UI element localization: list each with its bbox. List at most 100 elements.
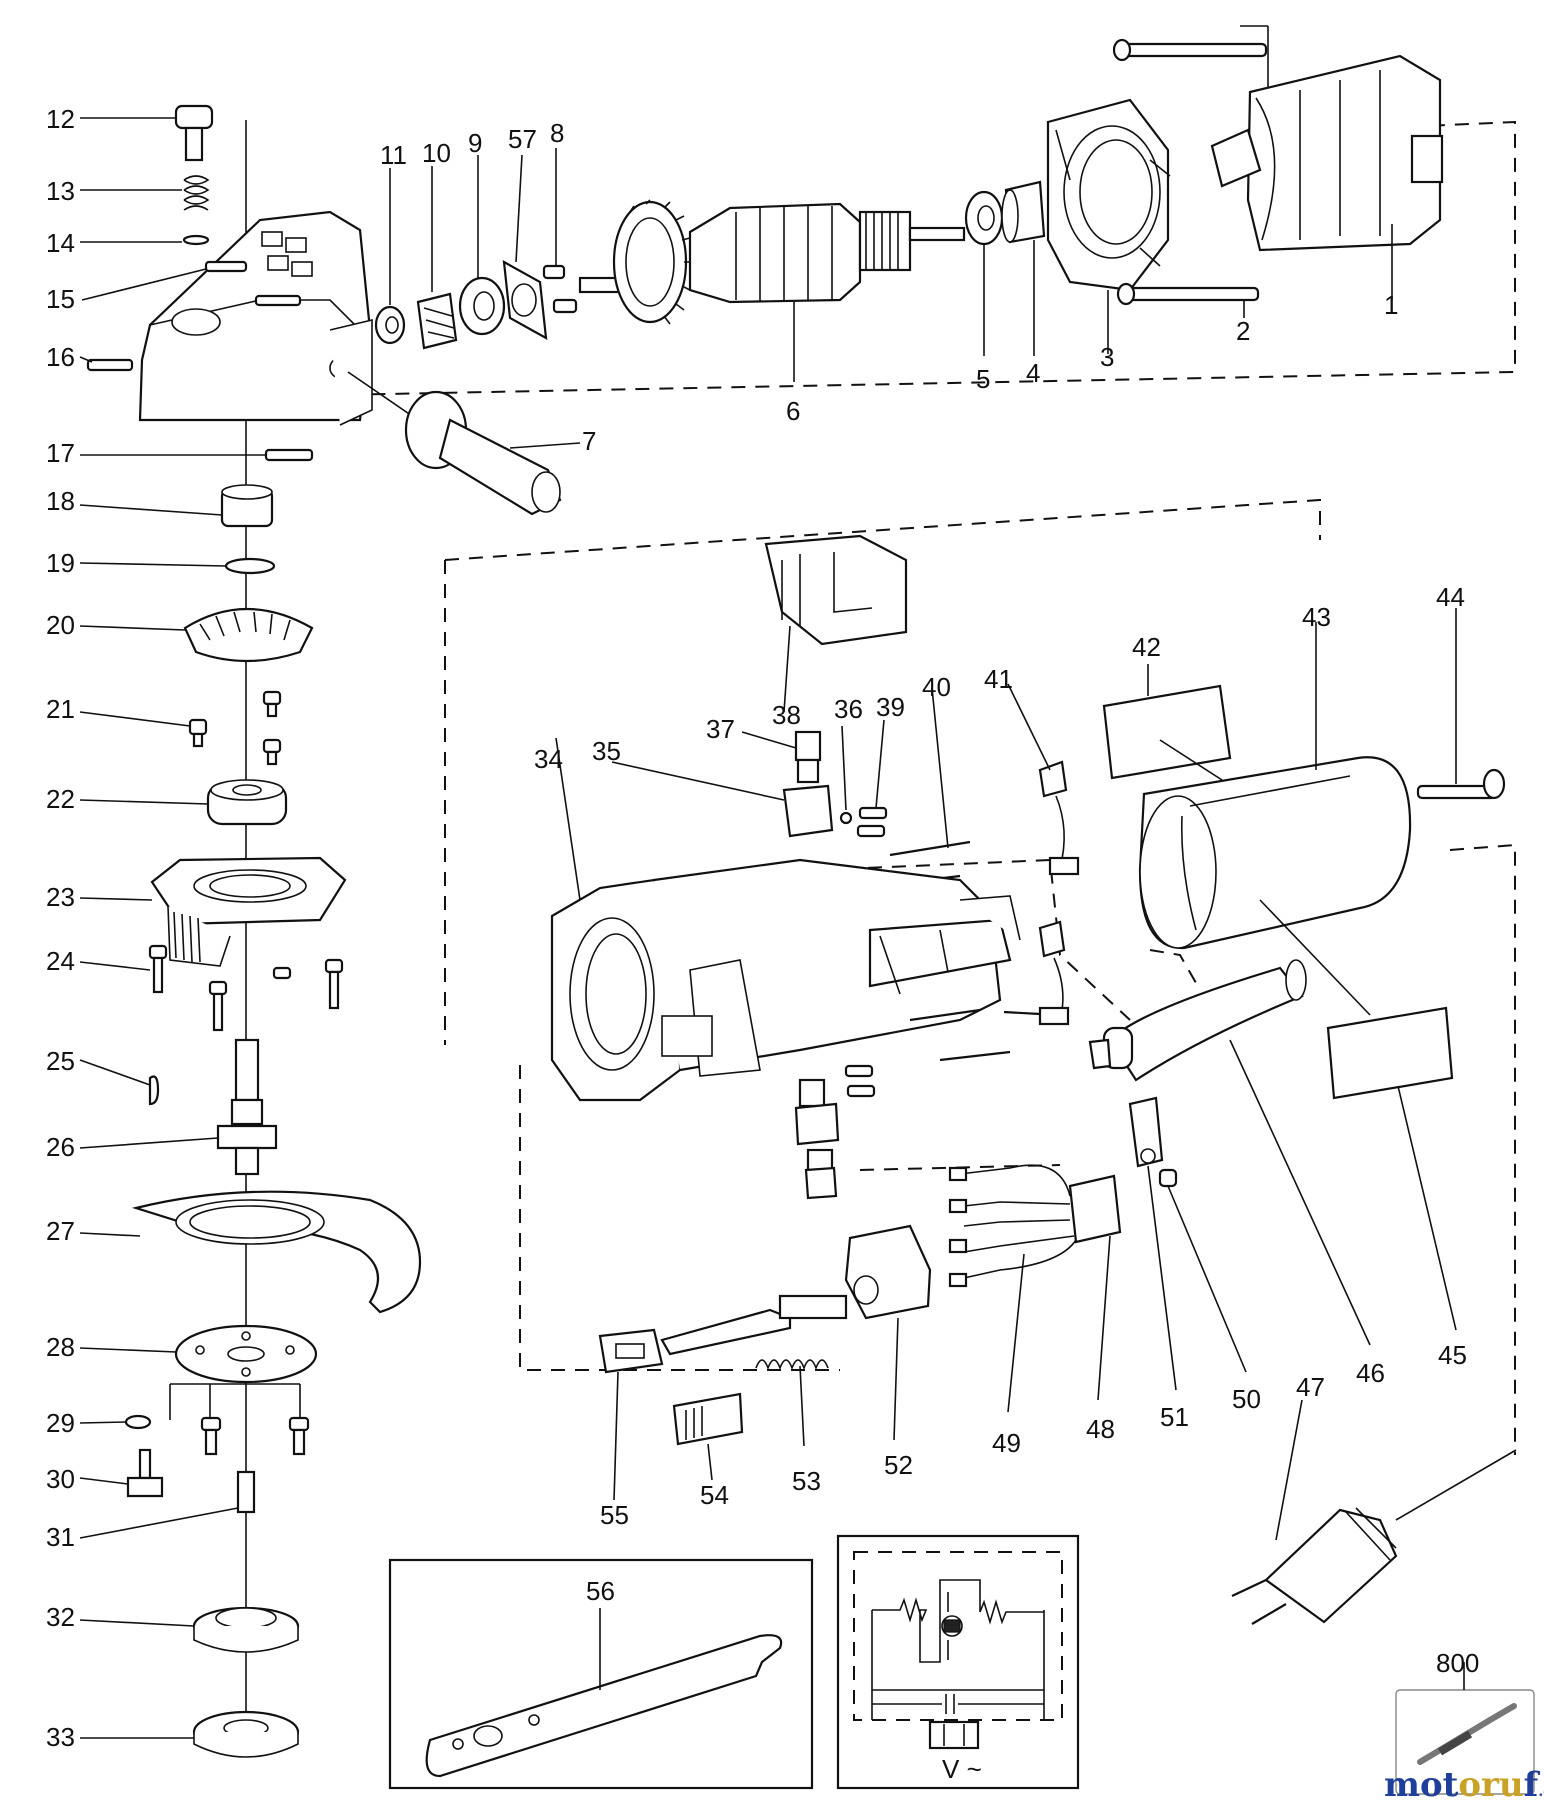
part-label-55: 55 [600, 1500, 629, 1530]
part-53-spring [755, 1359, 829, 1447]
part-label-40: 40 [922, 672, 951, 702]
part-label-20: 20 [46, 610, 75, 640]
part-32-inner-flange [79, 1606, 300, 1653]
part-11-nut [374, 168, 406, 345]
part-label-3: 3 [1100, 342, 1114, 372]
part-6-armature [578, 199, 966, 382]
part-57-plate [502, 154, 548, 340]
part-19-circlip [79, 557, 276, 575]
part-31-screw [79, 1470, 256, 1539]
part-14-ring [80, 234, 210, 246]
part-label-48: 48 [1086, 1414, 1115, 1444]
circuit-supply-label: V ~ [942, 1754, 982, 1784]
part-label-47: 47 [1296, 1372, 1325, 1402]
part-label-2: 2 [1236, 316, 1250, 346]
part-label-35: 35 [592, 736, 621, 766]
part-label-4: 4 [1026, 358, 1040, 388]
part-label-36: 36 [834, 694, 863, 724]
part-label-16: 16 [46, 342, 75, 372]
part-51-cord-clamp [1128, 1096, 1177, 1391]
part-10-pinion [416, 166, 458, 350]
part-label-12: 12 [46, 104, 75, 134]
part-label-10: 10 [422, 138, 451, 168]
part-label-34: 34 [534, 744, 563, 774]
part-label-21: 21 [46, 694, 75, 724]
part-label-53: 53 [792, 1466, 821, 1496]
part-label-42: 42 [1132, 632, 1161, 662]
gearhead-stack [79, 104, 422, 1758]
part-43-housing-sleeve [1138, 622, 1412, 1016]
part-36-39-screws [839, 719, 888, 838]
part-48-terminal-block [1068, 1174, 1122, 1401]
part-4-sleeve [1001, 180, 1046, 356]
part-27-wheel-guard [79, 1190, 422, 1314]
part-1-stator [1210, 54, 1444, 300]
part-label-23: 23 [46, 882, 75, 912]
part-56-wrench-box [388, 1558, 814, 1790]
part-label-24: 24 [46, 946, 75, 976]
part-38-cover [764, 534, 908, 713]
part-16-screw [79, 356, 134, 372]
part-label-56: 56 [586, 1576, 615, 1606]
part-label-33: 33 [46, 1722, 75, 1752]
part-44-screw [1416, 608, 1506, 800]
part-label-52: 52 [884, 1450, 913, 1480]
circuit-diagram: V ~ [836, 1534, 1080, 1790]
part-label-26: 26 [46, 1132, 75, 1162]
part-label-41: 41 [984, 664, 1013, 694]
gear-housing [138, 210, 373, 426]
part-label-46: 46 [1356, 1358, 1385, 1388]
part-55-slider [598, 1294, 848, 1501]
part-50-screw [1158, 1168, 1247, 1373]
part-label-13: 13 [46, 176, 75, 206]
part-label-27: 27 [46, 1216, 75, 1246]
part-24-screws [79, 944, 344, 1032]
part-label-49: 49 [992, 1428, 1021, 1458]
part-28-clamp-plate [79, 1324, 318, 1384]
part-label-6: 6 [786, 396, 800, 426]
part-18-bushing [79, 484, 274, 528]
part-54-knob [672, 1392, 744, 1481]
part-label-31: 31 [46, 1522, 75, 1552]
part-13-spring [80, 175, 210, 211]
part-9-bearing [458, 155, 506, 336]
part-label-9: 9 [468, 128, 482, 158]
part-7-side-handle [347, 371, 581, 516]
part-label-39: 39 [876, 692, 905, 722]
part-23-flange [79, 856, 347, 967]
part-35-brush-holder [611, 761, 834, 838]
brush-holder-lower [794, 920, 1070, 1200]
part-label-43: 43 [1302, 602, 1331, 632]
part-33-outer-nut [80, 1710, 300, 1758]
motor-housing-group [550, 534, 1506, 1501]
part-34-motor-housing [550, 737, 1021, 1102]
part-21-screws [79, 690, 282, 766]
part-25-key [79, 1059, 160, 1106]
part-46-grip [1088, 959, 1371, 1346]
part-label-1: 1 [1384, 290, 1398, 320]
part-29-30-fasteners [79, 1383, 310, 1498]
part-label-54: 54 [700, 1480, 729, 1510]
part-label-25: 25 [46, 1046, 75, 1076]
part-label-18: 18 [46, 486, 75, 516]
part-label-800: 800 [1436, 1648, 1479, 1678]
part-label-14: 14 [46, 228, 75, 258]
part-42-label [1102, 664, 1232, 781]
part-8-screws [542, 148, 578, 314]
part-label-50: 50 [1232, 1384, 1261, 1414]
part-17-screw [80, 448, 314, 462]
part-label-51: 51 [1160, 1402, 1189, 1432]
part-label-38: 38 [772, 700, 801, 730]
part-label-29: 29 [46, 1408, 75, 1438]
part-52-switch [844, 1224, 932, 1441]
part-label-44: 44 [1436, 582, 1465, 612]
part-label-19: 19 [46, 548, 75, 578]
part-label-22: 22 [46, 784, 75, 814]
part-label-37: 37 [706, 714, 735, 744]
part-2-screws [1112, 25, 1269, 318]
watermark-badge: motoruf.de [1384, 1662, 1544, 1800]
part-45-label [1326, 1006, 1457, 1331]
part-label-45: 45 [1438, 1340, 1467, 1370]
part-label-15: 15 [46, 284, 75, 314]
